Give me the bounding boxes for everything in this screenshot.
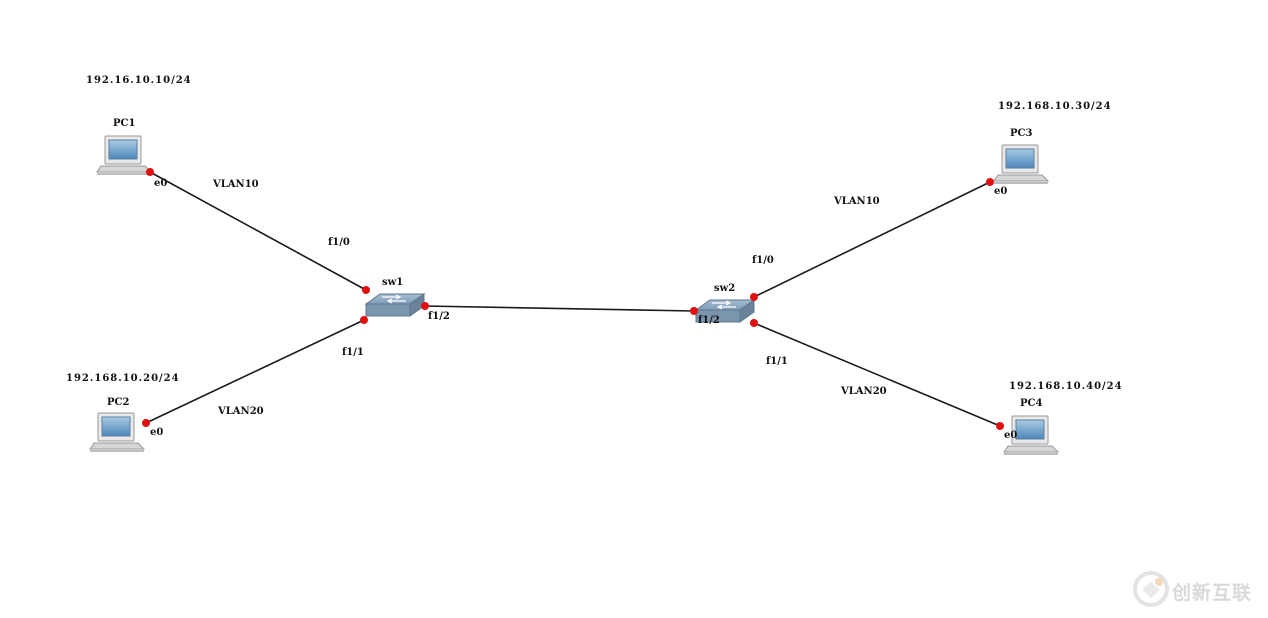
port-dot-pc4-e0: [996, 422, 1004, 430]
pc2-port-label: e0: [150, 427, 164, 438]
port-dot-pc2-e0: [142, 419, 150, 427]
link-sw1-sw2: [424, 305, 695, 312]
port-dot-pc3-e0: [986, 178, 994, 186]
sw2-port-f12-label: f1/2: [698, 315, 720, 326]
port-dot-pc1-e0: [146, 168, 154, 176]
port-dot-sw2-f10: [750, 293, 758, 301]
pc3-computer-icon[interactable]: [993, 144, 1049, 184]
pc3-name-label: PC3: [1010, 128, 1033, 139]
watermark-text: 创新互联: [1172, 582, 1253, 604]
link-pc2-sw1: [145, 319, 365, 424]
pc2-ip-label: 192.168.10.20/24: [66, 373, 180, 384]
sw1-port-f11-label: f1/1: [342, 347, 364, 358]
pc2-computer-icon[interactable]: [89, 412, 145, 452]
pc1-ip-label: 192.16.10.10/24: [86, 75, 192, 86]
sw1-switch-icon[interactable]: [365, 293, 425, 317]
watermark-logo-icon: [1133, 571, 1169, 607]
sw2-port-f11-label: f1/1: [766, 356, 788, 367]
pc3-port-label: e0: [994, 186, 1008, 197]
port-dot-sw1-f10: [362, 286, 370, 294]
vlan-label-pc1-link: VLAN10: [213, 179, 259, 190]
pc4-name-label: PC4: [1020, 398, 1043, 409]
link-pc4-sw2: [753, 322, 1001, 427]
watermark: 创新互联: [1132, 570, 1264, 608]
sw1-port-f10-label: f1/0: [328, 237, 350, 248]
pc1-name-label: PC1: [113, 118, 136, 129]
vlan-label-pc3-link: VLAN10: [834, 196, 880, 207]
sw1-port-f12-label: f1/2: [428, 311, 450, 322]
pc3-ip-label: 192.168.10.30/24: [998, 101, 1112, 112]
vlan-label-pc2-link: VLAN20: [218, 406, 264, 417]
pc2-name-label: PC2: [107, 397, 130, 408]
port-dot-sw2-f11: [750, 319, 758, 327]
port-dot-sw1-f11: [360, 316, 368, 324]
port-dot-sw1-f12: [421, 302, 429, 310]
link-pc3-sw2: [753, 181, 991, 298]
pc4-port-label: e0: [1004, 430, 1018, 441]
vlan-label-pc4-link: VLAN20: [841, 386, 887, 397]
pc4-ip-label: 192.168.10.40/24: [1009, 381, 1123, 392]
port-dot-sw2-f12: [690, 307, 698, 315]
sw1-name-label: sw1: [382, 277, 404, 288]
link-pc1-sw1: [149, 171, 367, 291]
pc1-computer-icon[interactable]: [96, 135, 152, 175]
sw2-name-label: sw2: [714, 283, 736, 294]
pc1-port-label: e0: [154, 178, 168, 189]
sw2-port-f10-label: f1/0: [752, 255, 774, 266]
